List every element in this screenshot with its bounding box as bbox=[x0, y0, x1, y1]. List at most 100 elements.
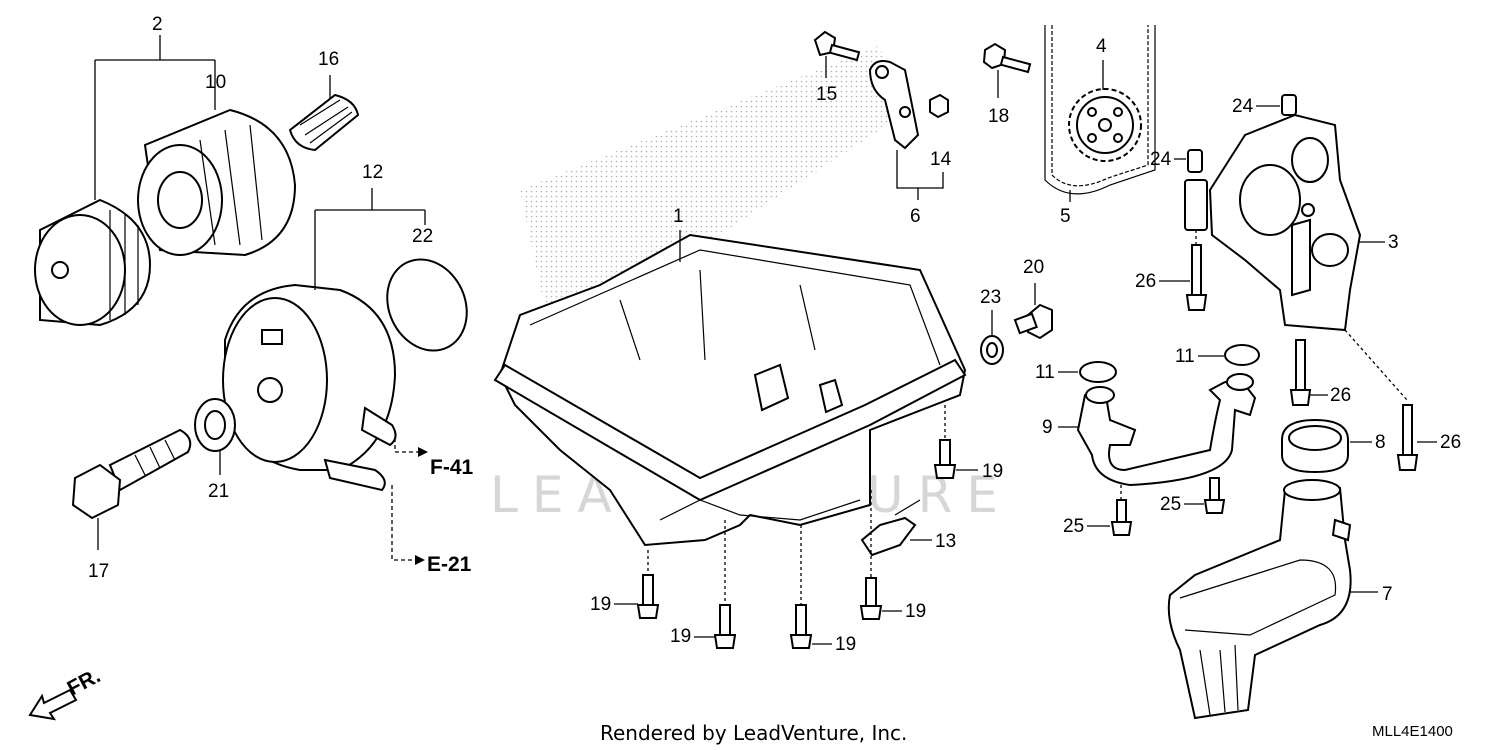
callout-19-c: 19 bbox=[812, 634, 856, 655]
callout-5: 5 bbox=[1060, 190, 1071, 227]
svg-text:19: 19 bbox=[982, 461, 1003, 482]
callout-22: 22 bbox=[412, 226, 433, 247]
oil-filter-element bbox=[137, 108, 297, 257]
chain-5[interactable] bbox=[1044, 25, 1156, 195]
callout-26-a: 26 bbox=[1135, 271, 1190, 292]
bolt-17[interactable] bbox=[71, 428, 192, 520]
bolt-19-c[interactable] bbox=[789, 525, 813, 649]
svg-text:19: 19 bbox=[670, 626, 691, 647]
ref-f41-leader bbox=[394, 438, 428, 457]
svg-text:24: 24 bbox=[1150, 149, 1172, 170]
o-ring-11-a[interactable] bbox=[1079, 361, 1117, 383]
bracket-13[interactable] bbox=[860, 499, 921, 557]
callout-15: 15 bbox=[816, 56, 837, 105]
oil-pipe-9[interactable] bbox=[1076, 373, 1257, 487]
svg-text:2: 2 bbox=[152, 14, 163, 35]
sprocket-4[interactable] bbox=[1068, 88, 1142, 162]
bolt-18[interactable] bbox=[982, 42, 1032, 74]
bolt-26-c[interactable] bbox=[1344, 329, 1419, 471]
oil-strainer-7[interactable] bbox=[1167, 479, 1352, 720]
svg-text:13: 13 bbox=[935, 531, 956, 552]
bracket-6[interactable] bbox=[868, 60, 920, 150]
svg-text:11: 11 bbox=[1035, 362, 1055, 383]
bolt-19-b[interactable] bbox=[713, 520, 737, 649]
callout-1: 1 bbox=[673, 206, 684, 262]
o-ring-11-b[interactable] bbox=[1224, 344, 1260, 366]
ref-f41[interactable]: F-41 bbox=[430, 456, 474, 479]
callout-8: 8 bbox=[1350, 432, 1386, 453]
callout-26-c: 26 bbox=[1417, 432, 1461, 453]
svg-text:19: 19 bbox=[835, 634, 856, 655]
callout-9: 9 bbox=[1042, 417, 1078, 438]
svg-text:26: 26 bbox=[1330, 385, 1351, 406]
ref-e21[interactable]: E-21 bbox=[427, 553, 472, 576]
bolt-25-a[interactable] bbox=[1110, 485, 1133, 536]
svg-text:21: 21 bbox=[208, 481, 229, 502]
svg-text:20: 20 bbox=[1023, 257, 1044, 278]
collar-14[interactable] bbox=[929, 93, 949, 119]
svg-text:19: 19 bbox=[590, 594, 611, 615]
callout-24-b: 24 bbox=[1150, 149, 1186, 170]
svg-text:8: 8 bbox=[1375, 432, 1386, 453]
bolt-25-b[interactable] bbox=[1203, 477, 1226, 514]
callout-26-b: 26 bbox=[1310, 385, 1351, 406]
callout-23: 23 bbox=[980, 287, 1001, 336]
svg-text:9: 9 bbox=[1042, 417, 1053, 438]
callout-21: 21 bbox=[208, 450, 229, 502]
callout-13: 13 bbox=[910, 531, 956, 552]
callout-19-d: 19 bbox=[882, 601, 926, 622]
svg-text:4: 4 bbox=[1096, 36, 1107, 57]
callout-11-b: 11 bbox=[1175, 346, 1224, 367]
svg-text:25: 25 bbox=[1063, 516, 1084, 537]
svg-text:3: 3 bbox=[1388, 232, 1399, 253]
bolt-19-a[interactable] bbox=[636, 550, 660, 619]
callout-24-a: 24 bbox=[1232, 96, 1280, 117]
oil-cooler[interactable] bbox=[222, 283, 397, 492]
callout-4: 4 bbox=[1096, 36, 1107, 90]
callout-11-a: 11 bbox=[1035, 362, 1078, 383]
footer-credit: Rendered by LeadVenture, Inc. bbox=[600, 721, 907, 745]
bolt-19-e[interactable] bbox=[933, 405, 957, 479]
callout-25-a: 25 bbox=[1063, 516, 1110, 537]
bolt-26-b[interactable] bbox=[1289, 339, 1312, 406]
svg-text:1: 1 bbox=[673, 206, 684, 227]
callout-7: 7 bbox=[1350, 584, 1393, 605]
oil-filter-small bbox=[34, 198, 152, 327]
dowel-24-b[interactable] bbox=[1184, 149, 1208, 231]
seal-8[interactable] bbox=[1281, 418, 1349, 474]
oil-filter-assembly[interactable] bbox=[34, 108, 297, 327]
svg-text:19: 19 bbox=[905, 601, 926, 622]
svg-text:26: 26 bbox=[1440, 432, 1461, 453]
drain-bolt-20[interactable] bbox=[1013, 303, 1053, 340]
part-16-fitting[interactable] bbox=[288, 93, 360, 152]
washer-21[interactable] bbox=[194, 398, 236, 452]
callout-14: 14 bbox=[930, 149, 952, 170]
shading-area bbox=[520, 45, 895, 310]
svg-text:16: 16 bbox=[318, 49, 339, 70]
oil-pan[interactable] bbox=[493, 233, 967, 547]
svg-text:25: 25 bbox=[1160, 494, 1181, 515]
svg-text:11: 11 bbox=[1175, 346, 1195, 367]
callout-19-a: 19 bbox=[590, 594, 638, 615]
svg-text:6: 6 bbox=[910, 206, 921, 227]
callout-18: 18 bbox=[988, 70, 1009, 127]
front-direction-marker: FR. bbox=[28, 664, 104, 721]
bolt-15[interactable] bbox=[813, 30, 861, 62]
svg-text:7: 7 bbox=[1382, 584, 1393, 605]
bolt-19-d[interactable] bbox=[859, 490, 883, 620]
diagram-code: MLL4E1400 bbox=[1372, 723, 1453, 740]
callout-3: 3 bbox=[1358, 232, 1399, 253]
svg-text:23: 23 bbox=[980, 287, 1001, 308]
svg-text:15: 15 bbox=[816, 84, 837, 105]
svg-text:24: 24 bbox=[1232, 96, 1254, 117]
bolt-26-a[interactable] bbox=[1185, 230, 1208, 311]
callout-20: 20 bbox=[1023, 257, 1044, 305]
washer-23[interactable] bbox=[980, 335, 1004, 365]
dowel-24-a[interactable] bbox=[1281, 94, 1297, 116]
callout-10: 10 bbox=[205, 72, 226, 93]
o-ring-22[interactable] bbox=[373, 246, 482, 363]
callout-12: 12 bbox=[314, 162, 426, 290]
callout-25-b: 25 bbox=[1160, 494, 1204, 515]
oil-pump-3[interactable] bbox=[1208, 113, 1362, 332]
